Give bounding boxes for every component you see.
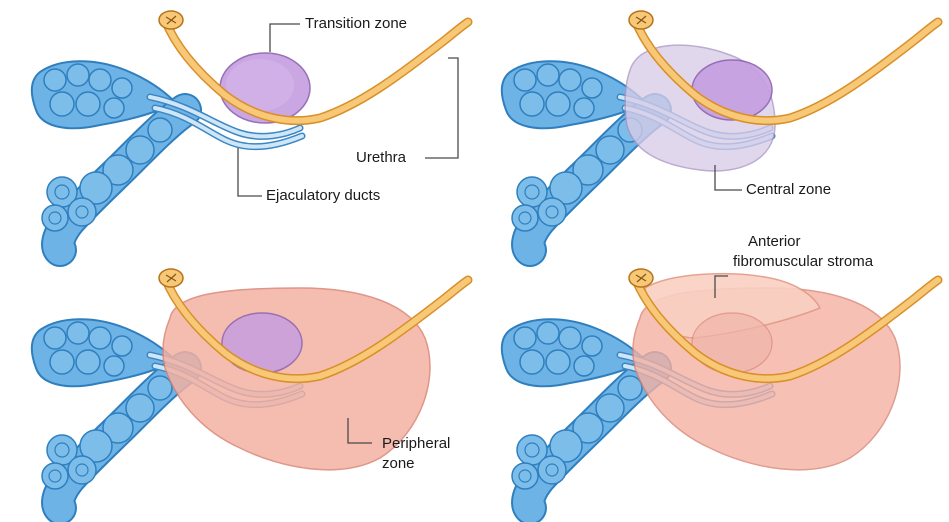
transition-zone-leader	[270, 24, 300, 52]
panel-central-zone	[502, 11, 938, 250]
fibromuscular-stroma-label: fibromuscular stroma	[733, 252, 873, 271]
ejaculatory-ducts-label: Ejaculatory ducts	[266, 186, 380, 205]
panel-anterior-stroma	[502, 269, 938, 508]
urethra-label: Urethra	[356, 148, 406, 167]
transition-zone-label: Transition zone	[305, 14, 407, 33]
anterior-label: Anterior	[748, 232, 801, 251]
central-zone-label: Central zone	[746, 180, 831, 199]
urethra-leader	[425, 58, 458, 158]
peripheral-label: Peripheral	[382, 434, 450, 453]
panel-transition-zone	[32, 11, 468, 250]
ejaculatory-ducts-leader	[238, 148, 262, 196]
zone-label: zone	[382, 454, 415, 473]
